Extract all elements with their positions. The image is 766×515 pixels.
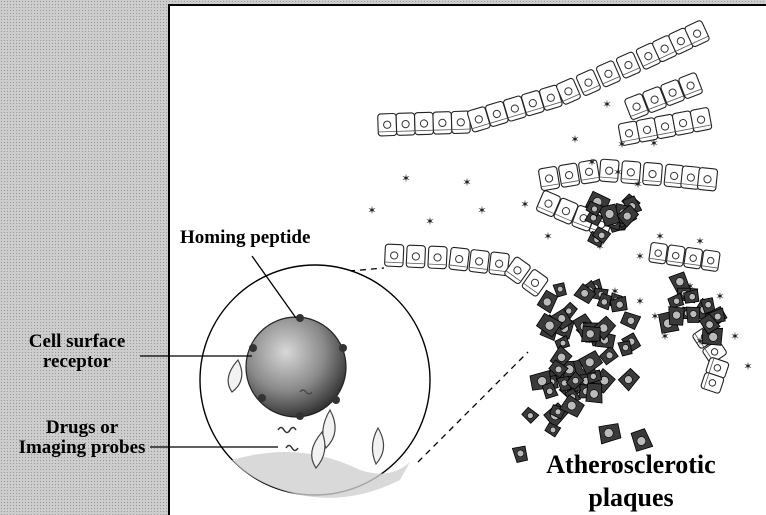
particle: ✶	[633, 178, 642, 191]
particle: ✶	[401, 172, 410, 185]
label-homing-peptide: Homing peptide	[180, 228, 310, 248]
particle: ✶	[635, 250, 644, 263]
endothelial-cell	[433, 112, 452, 135]
endothelial-cell	[697, 167, 717, 191]
endothelial-cell	[469, 249, 490, 273]
plaque-cell	[618, 368, 640, 391]
particle: ✶	[617, 138, 626, 151]
endothelial-cell	[414, 112, 433, 135]
particle: ✶	[715, 290, 724, 303]
particle: ✶	[520, 198, 529, 211]
plaque-cell	[521, 407, 539, 424]
particle: ✶	[635, 295, 644, 308]
endothelial-cell	[396, 113, 415, 136]
endothelial-cell	[378, 113, 397, 136]
endothelial-cell	[406, 245, 425, 268]
particle: ✶	[543, 230, 552, 243]
particle: ✶	[655, 230, 664, 243]
particle: ✶	[730, 330, 739, 343]
endothelial-cell	[701, 250, 720, 272]
particle: ✶	[425, 215, 434, 228]
particle: ✶	[743, 360, 752, 373]
endothelial-cell	[649, 242, 668, 264]
particle: ✶	[477, 204, 486, 217]
label-atherosclerotic-plaques: Atherosclerotic plaques	[536, 449, 726, 514]
label-cell-surface-receptor: Cell surface receptor	[6, 332, 148, 372]
endothelium-right	[618, 72, 712, 146]
endothelial-cell	[684, 247, 703, 269]
particle: ✶	[587, 156, 596, 169]
particle: ✶	[649, 137, 658, 150]
particle: ✶	[602, 98, 611, 111]
magnified-view	[200, 265, 430, 498]
endothelial-cell	[642, 162, 662, 185]
endothelial-cell	[384, 244, 403, 267]
plaque-cell	[617, 307, 644, 333]
particle: ✶	[613, 166, 622, 179]
plaque-cells	[507, 186, 730, 466]
nanoparticle	[246, 317, 346, 417]
endothelial-cell	[666, 245, 685, 267]
endothelial-cell	[449, 247, 470, 271]
particle: ✶	[570, 133, 579, 146]
particle: ✶	[650, 310, 659, 323]
particle: ✶	[462, 176, 471, 189]
plaque-cell	[507, 441, 533, 466]
plaque-cell	[592, 416, 627, 451]
zoom-line-bottom	[418, 352, 528, 462]
endothelial-cell	[538, 166, 560, 191]
endothelial-cell	[558, 163, 580, 188]
particle: ✶	[367, 204, 376, 217]
particle: ✶	[695, 235, 704, 248]
endothelial-cell	[428, 246, 447, 269]
endothelial-cell	[690, 107, 712, 132]
label-drugs-or-imaging-probes: Drugs or Imaging probes	[12, 418, 152, 458]
